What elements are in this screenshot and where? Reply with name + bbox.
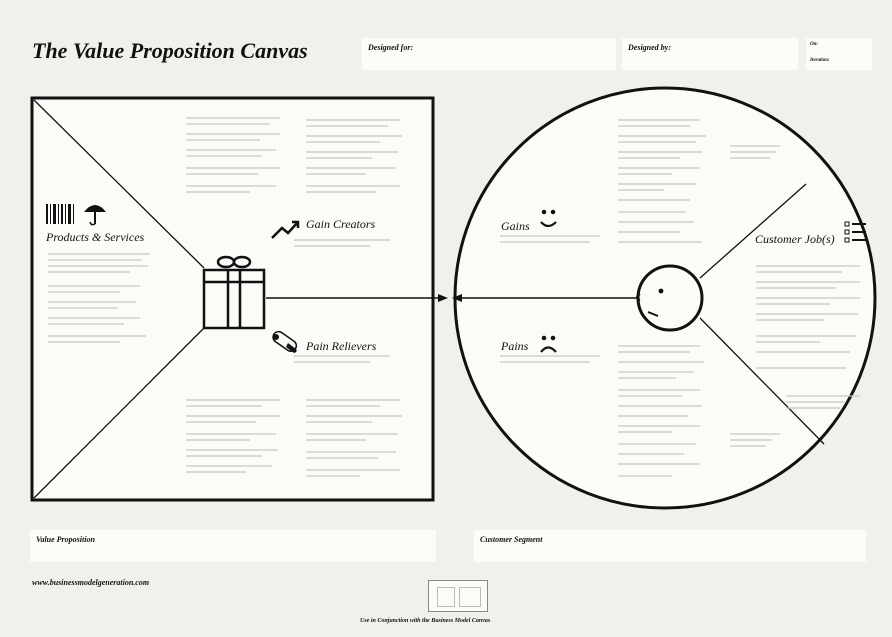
gain-creators-label: Gain Creators bbox=[306, 217, 376, 231]
customer-jobs-label: Customer Job(s) bbox=[755, 232, 835, 246]
designed-by-label: Designed by: bbox=[628, 43, 671, 52]
customer-segment-label: Customer Segment bbox=[480, 535, 543, 544]
designed-for-label: Designed for: bbox=[368, 43, 414, 52]
business-model-canvas-thumbnail bbox=[428, 580, 488, 612]
umbrella-icon bbox=[84, 205, 106, 226]
chart-up-icon bbox=[271, 220, 300, 239]
products-services-label: Products & Services bbox=[46, 230, 145, 244]
pains-label: Pains bbox=[501, 339, 529, 353]
iteration-label: Iteration: bbox=[810, 58, 830, 63]
page-title: The Value Proposition Canvas bbox=[32, 38, 308, 63]
face-icon bbox=[636, 264, 704, 332]
pill-icon bbox=[272, 330, 298, 353]
value-proposition-field[interactable]: Value Proposition bbox=[30, 530, 436, 562]
pain-relievers-label: Pain Relievers bbox=[306, 339, 377, 353]
guide-text bbox=[36, 117, 860, 549]
designed-by-field[interactable]: Designed by: bbox=[622, 38, 798, 70]
use-note: Use in Conjunction with the Business Mod… bbox=[360, 618, 491, 624]
frown-icon bbox=[540, 335, 557, 353]
designed-for-field[interactable]: Designed for: bbox=[362, 38, 616, 70]
customer-segment-field[interactable]: Customer Segment bbox=[474, 530, 866, 562]
smile-icon bbox=[540, 209, 557, 228]
checklist-icon bbox=[844, 221, 866, 243]
date-iteration-field[interactable]: On: Iteration: bbox=[806, 38, 872, 70]
barcode-icon bbox=[46, 204, 74, 224]
on-label: On: bbox=[810, 42, 819, 47]
gift-icon bbox=[202, 255, 266, 330]
gains-label: Gains bbox=[501, 219, 530, 233]
value-proposition-label: Value Proposition bbox=[36, 535, 95, 544]
value-map-square bbox=[30, 96, 435, 502]
website-link[interactable]: www.businessmodelgeneration.com bbox=[32, 578, 150, 587]
